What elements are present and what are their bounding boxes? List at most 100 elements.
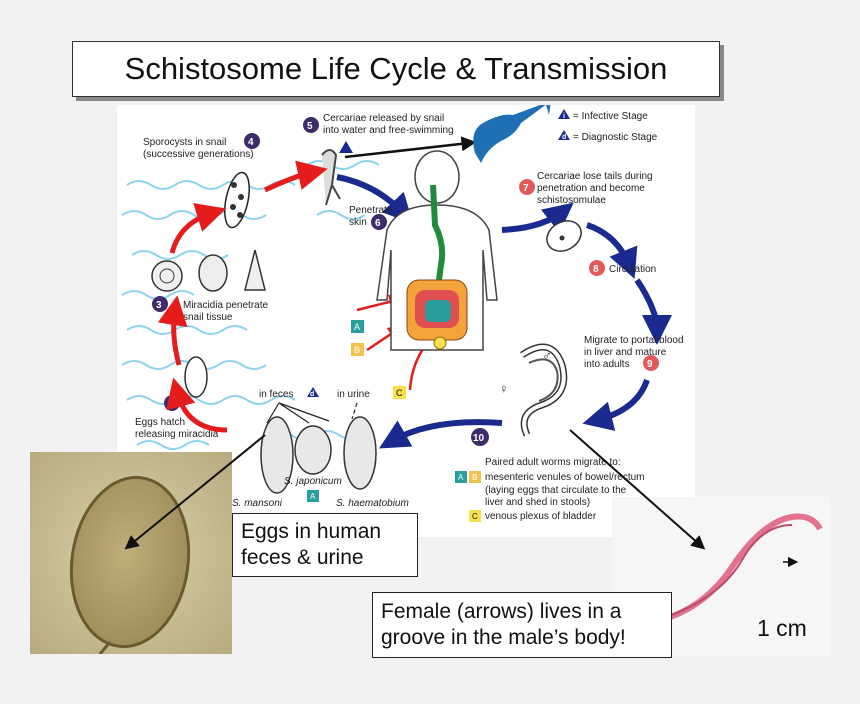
svg-text:B: B xyxy=(472,473,477,482)
svg-text:in urine: in urine xyxy=(337,389,370,400)
svg-text:C: C xyxy=(472,512,478,521)
svg-text:i: i xyxy=(563,113,565,120)
svg-text:A: A xyxy=(310,492,316,501)
svg-text:5: 5 xyxy=(307,121,313,132)
site-a-badge-3 xyxy=(307,490,319,502)
svg-text:♂: ♂ xyxy=(542,348,552,363)
svg-text:Circulation: Circulation xyxy=(609,264,656,275)
step-9: Migrate to portal blood in liver and mat… xyxy=(582,335,684,431)
svg-text:(laying eggs that circulate to: (laying eggs that circulate to the xyxy=(485,485,627,496)
step-3: 3 Miracidia penetrate snail tissue xyxy=(151,249,268,323)
diagnostic-stage-icon xyxy=(307,387,319,397)
svg-text:(successive generations): (successive generations) xyxy=(143,149,254,160)
infective-stage-icon xyxy=(339,141,353,153)
step-9-badge xyxy=(643,355,659,371)
svg-text:in feces: in feces xyxy=(259,389,293,400)
step-6-badge xyxy=(371,214,387,230)
svg-text:d: d xyxy=(562,134,566,141)
svg-text:♀: ♀ xyxy=(499,381,509,396)
egg-s-mansoni xyxy=(260,416,294,494)
step-8-badge xyxy=(589,260,605,276)
worm-caption-line2: groove in the male’s body! xyxy=(381,626,626,649)
step-10: 10 Paired adult worms migrate to: A B me… xyxy=(378,419,645,522)
diagnostic-triangle-icon xyxy=(558,130,570,140)
step-6: Penetrate skin 6 xyxy=(336,174,414,230)
svg-text:7: 7 xyxy=(523,183,529,194)
human-body-icon xyxy=(376,150,498,351)
svg-text:Paired adult worms migrate to:: Paired adult worms migrate to: xyxy=(485,457,621,468)
site-a-badge xyxy=(351,320,364,333)
page-title: Schistosome Life Cycle & Transmission xyxy=(124,51,668,86)
svg-text:S. japonicum: S. japonicum xyxy=(284,476,342,487)
egg-s-haematobium xyxy=(343,416,377,490)
svg-text:S. haematobium: S. haematobium xyxy=(336,498,409,509)
svg-text:Migrate to portal blood: Migrate to portal blood xyxy=(584,335,684,346)
svg-text:in liver and mature: in liver and mature xyxy=(584,347,667,358)
svg-text:6: 6 xyxy=(375,218,381,229)
svg-text:= Infective Stage: = Infective Stage xyxy=(573,111,648,122)
life-cycle-diagram: i = Infective Stage d = Diagnostic Stage… xyxy=(117,101,695,537)
svg-text:snail tissue: snail tissue xyxy=(183,312,233,323)
step-7: 7 Cercariae lose tails during penetratio… xyxy=(501,171,653,252)
worm-caption-line1: Female (arrows) lives in a xyxy=(381,600,622,623)
step-8: 8 Circulation xyxy=(585,222,672,345)
svg-text:S. mansoni: S. mansoni xyxy=(232,498,283,509)
title-box: Schistosome Life Cycle & Transmission xyxy=(72,41,720,97)
legend: i = Infective Stage d = Diagnostic Stage xyxy=(558,109,658,143)
svg-text:Cercariae released by snail: Cercariae released by snail xyxy=(323,113,444,124)
svg-text:Penetrate: Penetrate xyxy=(349,205,393,216)
eggs-group: in feces d in urine S. mansoni S. japoni… xyxy=(232,387,409,509)
svg-text:= Diagnostic Stage: = Diagnostic Stage xyxy=(573,132,658,143)
svg-text:Sporocysts in snail: Sporocysts in snail xyxy=(143,137,226,148)
eggs-caption-line1: Eggs in human xyxy=(241,520,382,543)
worm-caption: Female (arrows) lives in a groove in the… xyxy=(372,592,672,658)
svg-text:Miracidia penetrate: Miracidia penetrate xyxy=(183,300,268,311)
svg-text:Cercariae lose tails during: Cercariae lose tails during xyxy=(537,171,653,182)
svg-text:skin: skin xyxy=(349,217,367,228)
svg-text:into adults: into adults xyxy=(584,359,630,370)
egg-micrograph xyxy=(30,452,232,654)
svg-text:mesenteric venules of bowel/re: mesenteric venules of bowel/rectum xyxy=(485,472,645,483)
infective-triangle-icon xyxy=(558,109,570,119)
svg-text:penetration and become: penetration and become xyxy=(537,183,645,194)
svg-text:9: 9 xyxy=(647,359,653,370)
svg-text:A: A xyxy=(354,322,360,332)
site-markers: A B C xyxy=(351,320,406,399)
step-4: Sporocysts in snail (successive generati… xyxy=(143,133,260,229)
snail-icon-3 xyxy=(244,249,266,291)
life-cycle-svg: i = Infective Stage d = Diagnostic Stage… xyxy=(121,101,684,522)
svg-text:d: d xyxy=(310,391,314,398)
svg-text:A: A xyxy=(458,473,464,482)
red-arrows xyxy=(157,160,436,433)
svg-text:schistosomulae: schistosomulae xyxy=(537,195,606,206)
svg-text:10: 10 xyxy=(473,433,485,444)
svg-text:4: 4 xyxy=(248,137,254,148)
adult-worms-icon: ♀ ♂ xyxy=(499,343,568,437)
svg-text:Eggs hatch: Eggs hatch xyxy=(135,417,185,428)
egg-s-japonicum xyxy=(294,425,332,475)
svg-text:8: 8 xyxy=(593,264,599,275)
cercaria-large-icon xyxy=(473,101,551,163)
egg-shape xyxy=(69,475,191,649)
svg-text:C: C xyxy=(396,388,403,398)
step-4-badge xyxy=(244,133,260,149)
step-7-badge xyxy=(519,179,535,195)
eggs-caption: Eggs in human feces & urine xyxy=(232,513,418,577)
sporocyst-icon xyxy=(224,171,250,229)
svg-text:liver and shed in stools): liver and shed in stools) xyxy=(485,497,590,508)
step-5-badge xyxy=(303,117,319,133)
schistosomula-icon xyxy=(546,220,582,252)
snail-icon xyxy=(151,260,183,292)
svg-text:B: B xyxy=(354,345,360,355)
step-10-badge xyxy=(471,428,489,446)
scale-label: 1 cm xyxy=(757,615,807,641)
site-a-badge-2 xyxy=(455,471,467,483)
site-c-badge xyxy=(393,386,406,399)
site-b-badge xyxy=(351,343,364,356)
svg-text:releasing miracidia: releasing miracidia xyxy=(135,429,219,440)
snail-icon-2 xyxy=(198,254,228,292)
svg-text:into water and free-swimming: into water and free-swimming xyxy=(323,125,454,136)
site-c-badge-2 xyxy=(469,510,481,522)
svg-text:venous plexus of bladder: venous plexus of bladder xyxy=(485,511,597,522)
